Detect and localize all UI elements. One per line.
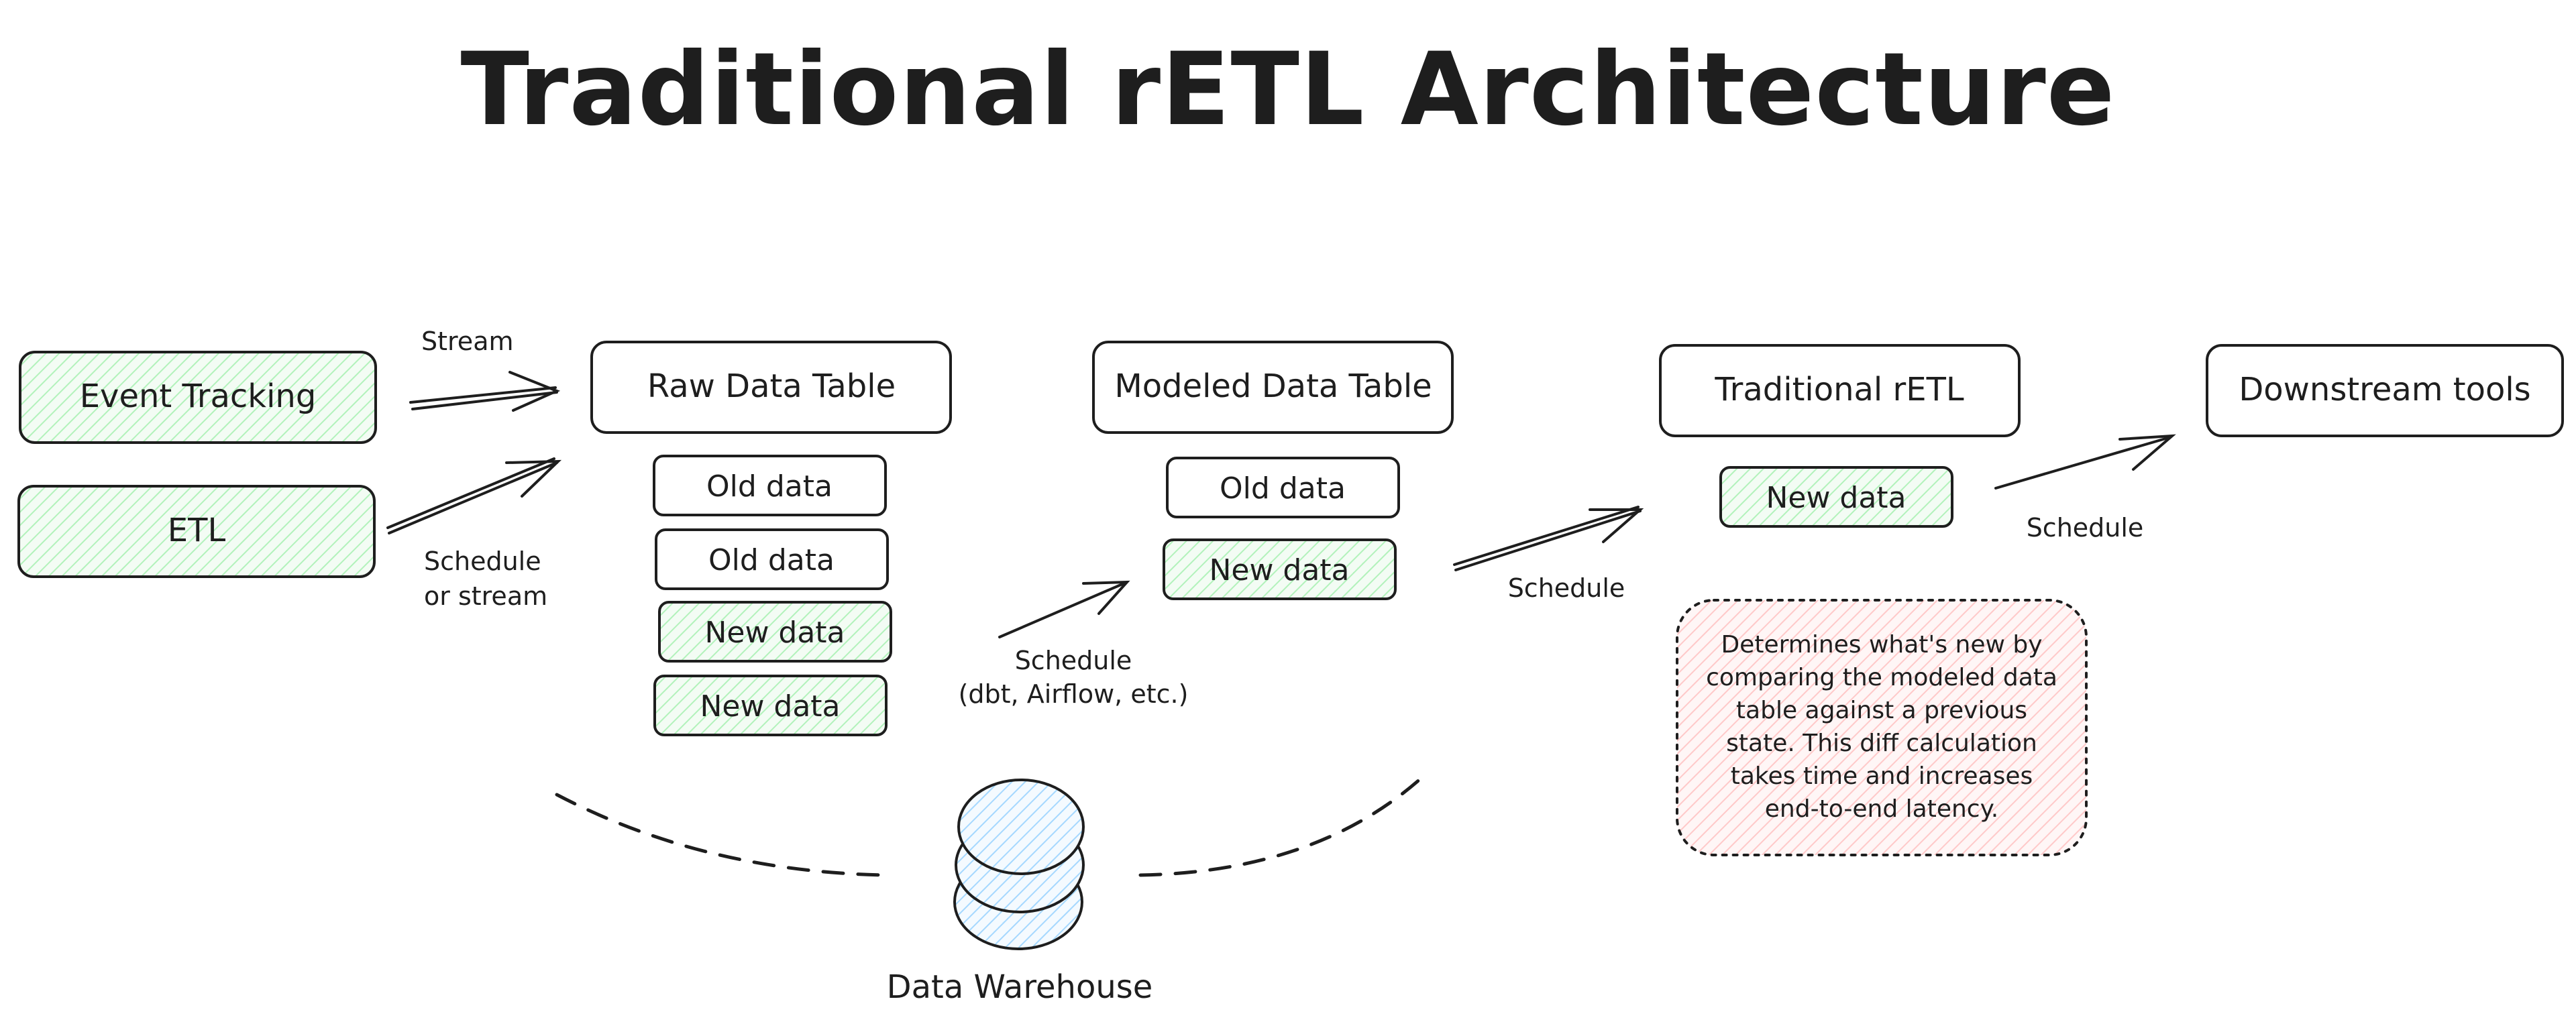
note-line-5: takes time and increases	[1731, 762, 2033, 790]
retl-row-label: New data	[1766, 481, 1906, 515]
arrow-event-to-raw	[409, 371, 561, 412]
note-line-2: comparing the modeled data	[1706, 664, 2057, 691]
data-warehouse-label: Data Warehouse	[887, 968, 1153, 1006]
raw-data-table-node: Raw Data Table	[590, 341, 952, 434]
traditional-retl-node: Traditional rETL	[1659, 344, 2021, 437]
modeled-data-table-label: Modeled Data Table	[1114, 367, 1432, 405]
raw-row-1-label: Old data	[706, 469, 833, 504]
arrow-retl-to-downstream	[1994, 434, 2176, 490]
raw-row-4-label: New data	[700, 689, 840, 724]
label-schedule-dbt-2: (dbt, Airflow, etc.)	[959, 679, 1189, 709]
raw-row-2-label: Old data	[708, 543, 835, 577]
warehouse-bracket	[555, 769, 1431, 877]
note-line-4: state. This diff calculation	[1726, 730, 2037, 757]
label-stream: Stream	[421, 327, 514, 356]
label-schedule-to-downstream: Schedule	[2027, 513, 2144, 543]
etl-node: ETL	[17, 485, 376, 578]
database-icon	[953, 779, 1085, 950]
modeled-row-1-label: Old data	[1220, 471, 1346, 506]
raw-data-table-label: Raw Data Table	[647, 367, 896, 405]
note-line-6: end-to-end latency.	[1765, 795, 1998, 823]
downstream-tools-label: Downstream tools	[2239, 371, 2530, 408]
raw-row-3: New data	[658, 601, 892, 663]
label-schedule-dbt-1: Schedule	[1015, 646, 1132, 675]
traditional-retl-label: Traditional rETL	[1714, 371, 1964, 408]
diff-note: Determines what's new by comparing the m…	[1676, 599, 2088, 856]
downstream-tools-node: Downstream tools	[2206, 344, 2564, 437]
event-tracking-label: Event Tracking	[80, 378, 317, 415]
modeled-row-1: Old data	[1166, 457, 1400, 518]
label-schedule-to-retl: Schedule	[1508, 573, 1625, 603]
event-tracking-node: Event Tracking	[19, 351, 377, 444]
etl-label: ETL	[168, 512, 226, 549]
label-schedule-or-stream-2: or stream	[424, 581, 547, 611]
arrow-modeled-to-retl	[1453, 506, 1644, 571]
arrow-etl-to-raw	[386, 457, 562, 534]
arrow-raw-to-modeled	[998, 580, 1130, 638]
note-line-1: Determines what's new by	[1721, 631, 2042, 659]
diagram-title: Traditional rETL Architecture	[461, 32, 2116, 148]
raw-row-1: Old data	[653, 455, 887, 516]
note-line-3: table against a previous	[1736, 697, 2027, 724]
retl-row: New data	[1719, 466, 1953, 528]
raw-row-3-label: New data	[704, 616, 845, 650]
label-schedule-or-stream-1: Schedule	[424, 547, 541, 576]
modeled-row-2-label: New data	[1209, 553, 1349, 587]
modeled-data-table-node: Modeled Data Table	[1092, 341, 1454, 434]
raw-row-2: Old data	[655, 528, 889, 590]
modeled-row-2: New data	[1163, 538, 1397, 600]
raw-row-4: New data	[653, 675, 888, 736]
